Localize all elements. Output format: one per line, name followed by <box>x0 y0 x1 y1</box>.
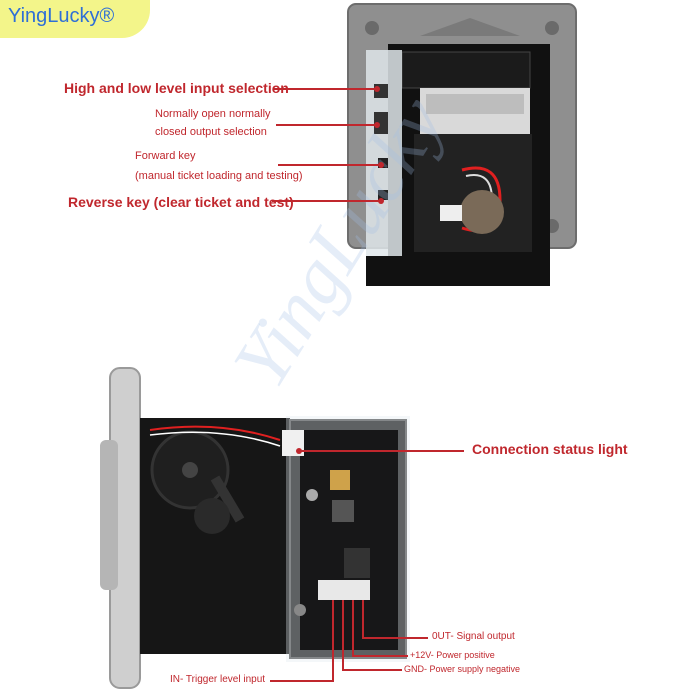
pin-12v-lead <box>352 600 354 656</box>
pin-out-label: 0UT- Signal output <box>432 631 515 642</box>
callout-reverse-key: Reverse key (clear ticket and test) <box>68 194 294 210</box>
callout-output-selection-line1: Normally open normally <box>155 108 271 120</box>
brand-badge <box>0 0 150 38</box>
pin-in-lead <box>332 600 334 682</box>
callout-leader-line <box>276 124 376 126</box>
callout-leader-line <box>272 200 380 202</box>
callout-pointer-dot <box>374 122 380 128</box>
callout-forward-key: Forward key <box>135 150 196 162</box>
ticket-dispenser-side-view <box>100 367 410 689</box>
callout-pointer-dot <box>374 86 380 92</box>
pin-12v-label: +12V- Power positive <box>410 650 495 660</box>
callout-leader-line <box>300 450 464 452</box>
pin-out-lead <box>362 637 428 639</box>
callout-pointer-dot <box>378 198 384 204</box>
pin-gnd-lead <box>342 600 344 670</box>
callout-output-selection-line2: closed output selection <box>155 126 267 138</box>
pin-out-lead <box>362 600 364 638</box>
ticket-dispenser-front-view <box>347 3 577 286</box>
pin-in-lead <box>270 680 334 682</box>
pin-gnd-lead <box>342 669 402 671</box>
callout-leader-line <box>274 88 376 90</box>
callout-pointer-dot <box>378 162 384 168</box>
callout-forward-key-desc: (manual ticket loading and testing) <box>135 170 303 182</box>
callout-pointer-dot <box>296 448 302 454</box>
callout-leader-line <box>278 164 380 166</box>
pin-gnd-label: GND- Power supply negative <box>404 664 521 674</box>
callout-level-input-selection: High and low level input selection <box>64 80 289 96</box>
callout-connection-status-light: Connection status light <box>472 441 628 457</box>
pin-in-label: IN- Trigger level input <box>170 674 266 685</box>
pin-12v-lead <box>352 655 408 657</box>
brand-logo-text: YingLucky® <box>8 5 115 27</box>
